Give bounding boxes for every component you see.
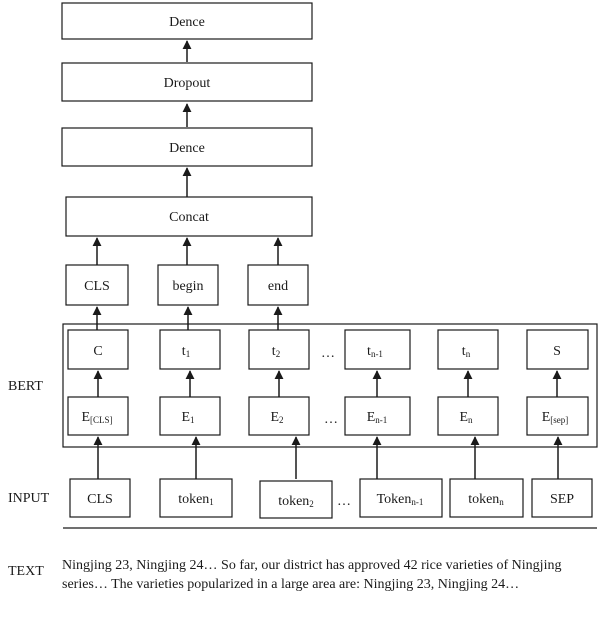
concat-label: Concat bbox=[169, 210, 209, 225]
bert-output-c-box bbox=[67, 329, 129, 370]
embedding-ellipsis: … bbox=[324, 412, 338, 427]
embedding-sep-label: E[sep] bbox=[542, 410, 569, 425]
input-cls-box bbox=[69, 478, 131, 518]
input-tokenn-box bbox=[449, 478, 524, 518]
cls-head-label: CLS bbox=[84, 279, 110, 294]
bert-output-ellipsis: … bbox=[321, 346, 335, 361]
input-side-label: INPUT bbox=[8, 491, 50, 506]
bert-output-c-label: C bbox=[93, 344, 102, 359]
bert-output-s-label: S bbox=[553, 344, 561, 359]
embedding-n-box bbox=[437, 396, 499, 436]
input-cls-label: CLS bbox=[87, 492, 113, 507]
embedding-n1-box bbox=[344, 396, 411, 436]
input-ellipsis: … bbox=[337, 494, 351, 509]
embedding-sep-box bbox=[526, 396, 589, 436]
text-body: Ningjing 23, Ningjing 24… So far, our di… bbox=[62, 558, 562, 592]
cls-head-box bbox=[65, 264, 129, 306]
bert-output-tn-box bbox=[437, 329, 499, 370]
end-head-box bbox=[247, 264, 309, 306]
bert-output-s-box bbox=[526, 329, 589, 370]
embedding-2-label: E2 bbox=[270, 410, 283, 425]
input-sep-box bbox=[531, 478, 593, 518]
bert-output-t1-box bbox=[159, 329, 221, 370]
bert-output-t2-label: t2 bbox=[272, 344, 280, 359]
bert-side-label: BERT bbox=[8, 379, 43, 394]
bert-output-t1-label: t1 bbox=[182, 344, 190, 359]
end-head-label: end bbox=[268, 279, 288, 294]
input-tokenn1-label: Tokenn-1 bbox=[377, 492, 424, 507]
dense-box bbox=[61, 127, 313, 167]
input-sep-label: SEP bbox=[550, 492, 574, 507]
dense-label: Dence bbox=[169, 141, 205, 156]
embedding-1-label: E1 bbox=[181, 410, 194, 425]
embedding-cls-label: E[CLS] bbox=[81, 410, 112, 425]
embedding-n1-label: En-1 bbox=[367, 410, 388, 425]
embedding-cls-box bbox=[67, 396, 129, 436]
bert-output-tn1-box bbox=[344, 329, 411, 370]
begin-head-box bbox=[157, 264, 219, 306]
concat-box bbox=[65, 196, 313, 237]
text-side-label: TEXT bbox=[8, 564, 44, 579]
embedding-1-box bbox=[159, 396, 221, 436]
bert-frame bbox=[62, 323, 598, 448]
embedding-2-box bbox=[248, 396, 310, 436]
input-tokenn1-box bbox=[359, 478, 443, 518]
dropout-label: Dropout bbox=[164, 76, 211, 91]
input-token1-label: token1 bbox=[178, 492, 214, 507]
top-dense-label: Dence bbox=[169, 15, 205, 30]
dropout-box bbox=[61, 62, 313, 102]
input-tokenn-label: tokenn bbox=[468, 492, 504, 507]
input-token1-box bbox=[159, 478, 233, 518]
top-dense-box bbox=[61, 2, 313, 40]
bert-output-tn-label: tn bbox=[462, 344, 471, 359]
bert-output-t2-box bbox=[248, 329, 310, 370]
begin-head-label: begin bbox=[172, 279, 203, 294]
input-token2-label: token2 bbox=[278, 494, 314, 509]
embedding-n-label: En bbox=[459, 410, 473, 425]
input-token2-box bbox=[259, 480, 333, 519]
bert-output-tn1-label: tn-1 bbox=[367, 344, 383, 359]
